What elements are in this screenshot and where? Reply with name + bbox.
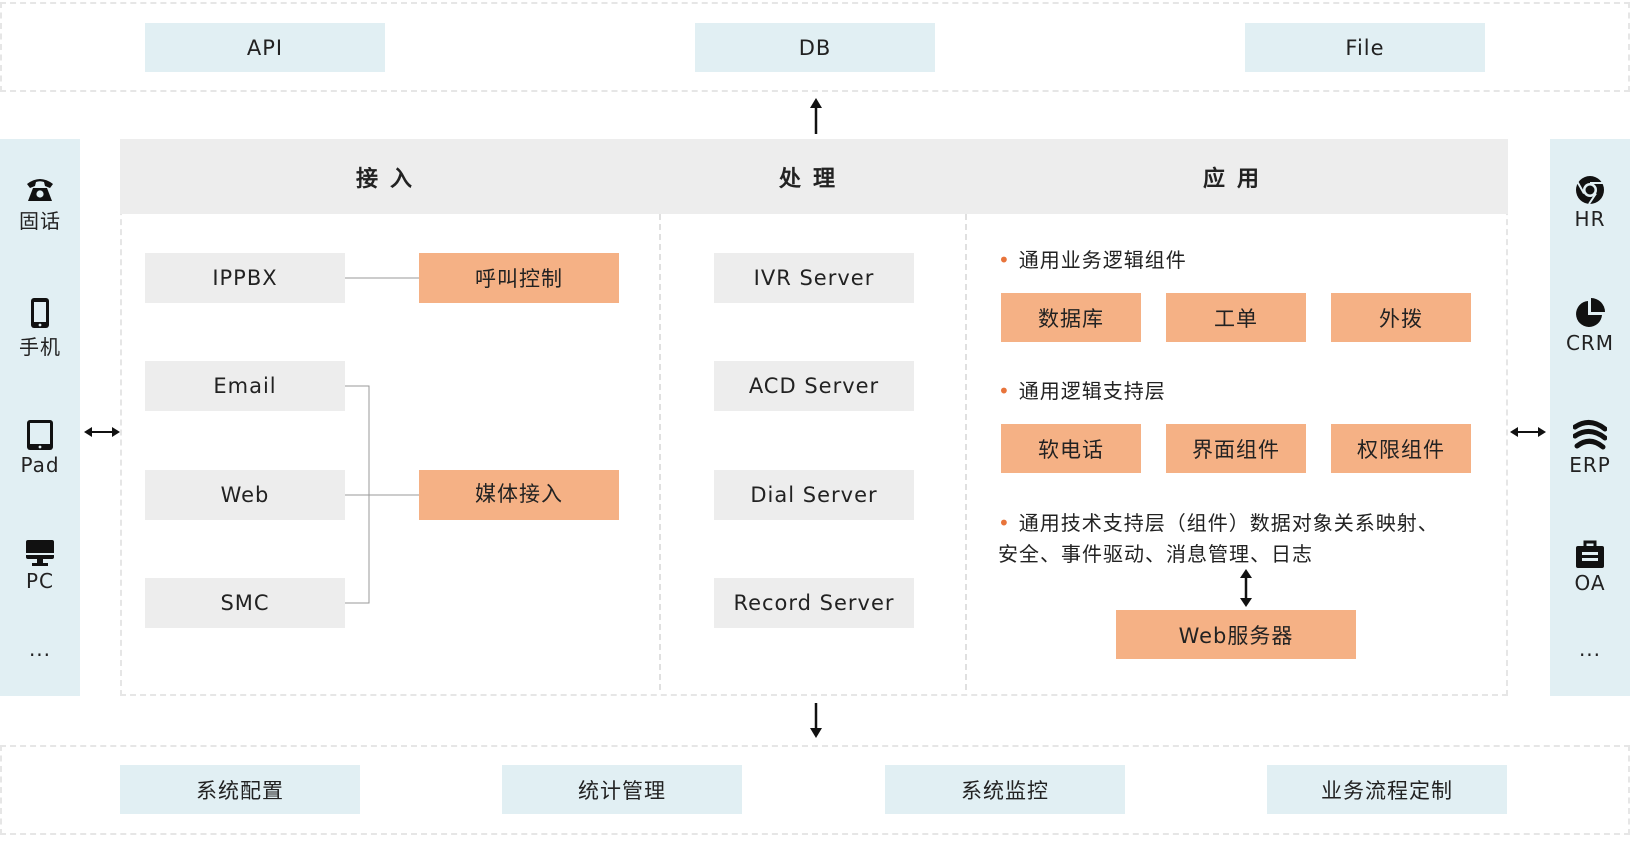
top-item-api: API — [145, 23, 385, 72]
bullet-dot: • — [998, 379, 1011, 403]
left-item-mobile: 手机 — [0, 297, 80, 360]
left-more: ... — [28, 637, 52, 661]
column-header-bar — [120, 139, 1508, 214]
right-item-hr: HR — [1550, 175, 1630, 231]
left-item-pad: Pad — [0, 419, 80, 477]
pie-chart-icon — [1576, 298, 1605, 327]
app-section2-title-text: 通用逻辑支持层 — [1018, 379, 1166, 403]
access-smc: SMC — [145, 578, 345, 628]
briefcase-icon — [1576, 540, 1604, 568]
process-record-server: Record Server — [714, 578, 914, 628]
app-work-order: 工单 — [1166, 293, 1306, 342]
header-application: 应用 — [1202, 166, 1271, 192]
right-item-label: ERP — [1569, 453, 1611, 477]
left-item-label: 固话 — [19, 209, 61, 233]
access-ippbx: IPPBX — [145, 253, 345, 303]
right-item-label: HR — [1574, 207, 1606, 231]
bottom-item-workflow: 业务流程定制 — [1267, 765, 1507, 814]
access-media-access: 媒体接入 — [419, 470, 619, 520]
process-ivr-server: IVR Server — [714, 253, 914, 303]
process-dial-server: Dial Server — [714, 470, 914, 520]
app-ui-components: 界面组件 — [1166, 424, 1306, 473]
bottom-management-container — [0, 745, 1630, 835]
right-item-crm: CRM — [1550, 297, 1630, 355]
left-item-label: PC — [25, 569, 55, 593]
app-permission-components: 权限组件 — [1331, 424, 1471, 473]
bottom-item-system-config: 系统配置 — [120, 765, 360, 814]
left-item-label: 手机 — [19, 335, 61, 359]
app-section1-title-text: 通用业务逻辑组件 — [1018, 248, 1187, 272]
top-data-sources-container — [0, 2, 1630, 92]
right-item-erp: ERP — [1550, 419, 1630, 477]
tablet-icon — [27, 420, 53, 450]
left-item-label: Pad — [20, 453, 60, 477]
app-outbound: 外拨 — [1331, 293, 1471, 342]
right-system-panel: HR CRM ERP OA ... — [1550, 139, 1630, 696]
access-call-control: 呼叫控制 — [419, 253, 619, 303]
phone-icon — [27, 179, 53, 201]
access-web: Web — [145, 470, 345, 520]
chrome-icon — [1576, 176, 1604, 205]
left-item-pc: PC — [0, 539, 80, 593]
right-item-label: OA — [1574, 571, 1606, 595]
bullet-dot: • — [998, 248, 1011, 272]
app-section1-title: • 通用业务逻辑组件 — [998, 244, 1187, 276]
right-more: ... — [1578, 637, 1602, 661]
bottom-item-monitoring: 系统监控 — [885, 765, 1125, 814]
app-softphone: 软电话 — [1001, 424, 1141, 473]
top-item-db: DB — [695, 23, 935, 72]
left-item-landline: 固话 — [0, 175, 80, 234]
process-acd-server: ACD Server — [714, 361, 914, 411]
access-email: Email — [145, 361, 345, 411]
app-web-server: Web服务器 — [1116, 610, 1356, 659]
header-access: 接入 — [355, 166, 424, 192]
bottom-item-statistics: 统计管理 — [502, 765, 742, 814]
right-item-oa: OA — [1550, 539, 1630, 595]
wave-icon — [1573, 420, 1607, 450]
app-section2-title: • 通用逻辑支持层 — [998, 375, 1166, 407]
left-terminal-panel: 固话 手机 Pad PC ... — [0, 139, 80, 696]
bullet-dot: • — [998, 511, 1011, 535]
mobile-icon — [31, 298, 49, 328]
header-process: 处理 — [778, 166, 847, 192]
desktop-icon — [26, 540, 54, 566]
top-item-file: File — [1245, 23, 1485, 72]
app-section3-line1: • 通用技术支持层（组件）数据对象关系映射、 — [998, 507, 1439, 539]
right-item-label: CRM — [1565, 331, 1615, 355]
app-section3-line1-text: 通用技术支持层（组件）数据对象关系映射、 — [1018, 511, 1439, 535]
app-database: 数据库 — [1001, 293, 1141, 342]
app-section3-line2: 安全、事件驱动、消息管理、日志 — [998, 542, 1313, 566]
